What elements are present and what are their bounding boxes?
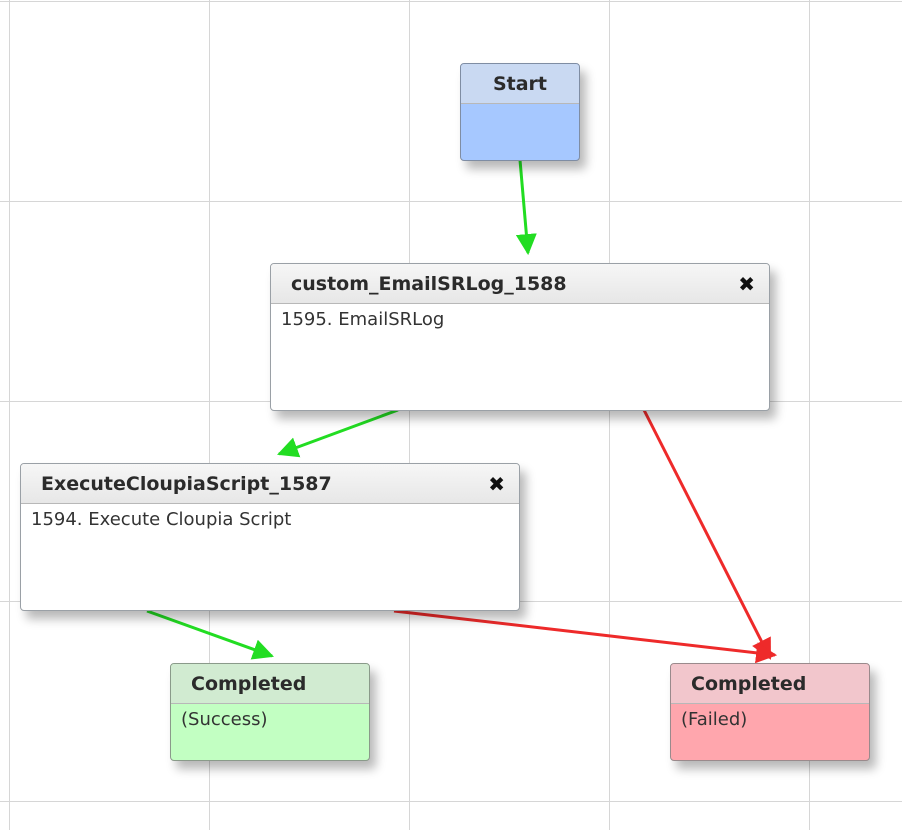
- email-task-title: custom_EmailSRLog_1588: [291, 272, 567, 295]
- start-node-title: Start: [492, 72, 548, 95]
- script-task-title: ExecuteCloupiaScript_1587: [41, 472, 332, 495]
- close-icon[interactable]: ✖: [488, 471, 505, 496]
- edge-script-task-to-completed-success: [146, 609, 274, 660]
- start-node[interactable]: Start: [460, 63, 580, 161]
- edge-start-to-email-task: [515, 159, 537, 256]
- start-node-header: Start: [461, 64, 579, 104]
- completed-success-node[interactable]: Completed (Success): [170, 663, 370, 761]
- completed-success-header: Completed: [171, 664, 369, 704]
- completed-failed-node[interactable]: Completed (Failed): [670, 663, 870, 761]
- edge-email-task-to-script-task: [277, 408, 399, 458]
- completed-failed-status: (Failed): [681, 709, 748, 730]
- email-task-node[interactable]: custom_EmailSRLog_1588 ✖ 1595. EmailSRLo…: [270, 263, 770, 411]
- script-task-header: ExecuteCloupiaScript_1587 ✖: [21, 464, 519, 504]
- edge-script-task-to-completed-failed: [393, 609, 778, 664]
- script-task-detail: 1594. Execute Cloupia Script: [31, 509, 292, 530]
- edge-email-task-to-completed-failed: [642, 409, 772, 660]
- completed-success-title: Completed: [191, 672, 307, 695]
- completed-failed-header: Completed: [671, 664, 869, 704]
- close-icon[interactable]: ✖: [738, 271, 755, 296]
- completed-success-status: (Success): [181, 709, 268, 730]
- email-task-detail: 1595. EmailSRLog: [281, 309, 445, 330]
- script-task-node[interactable]: ExecuteCloupiaScript_1587 ✖ 1594. Execut…: [20, 463, 520, 611]
- email-task-header: custom_EmailSRLog_1588 ✖: [271, 264, 769, 304]
- completed-failed-title: Completed: [691, 672, 807, 695]
